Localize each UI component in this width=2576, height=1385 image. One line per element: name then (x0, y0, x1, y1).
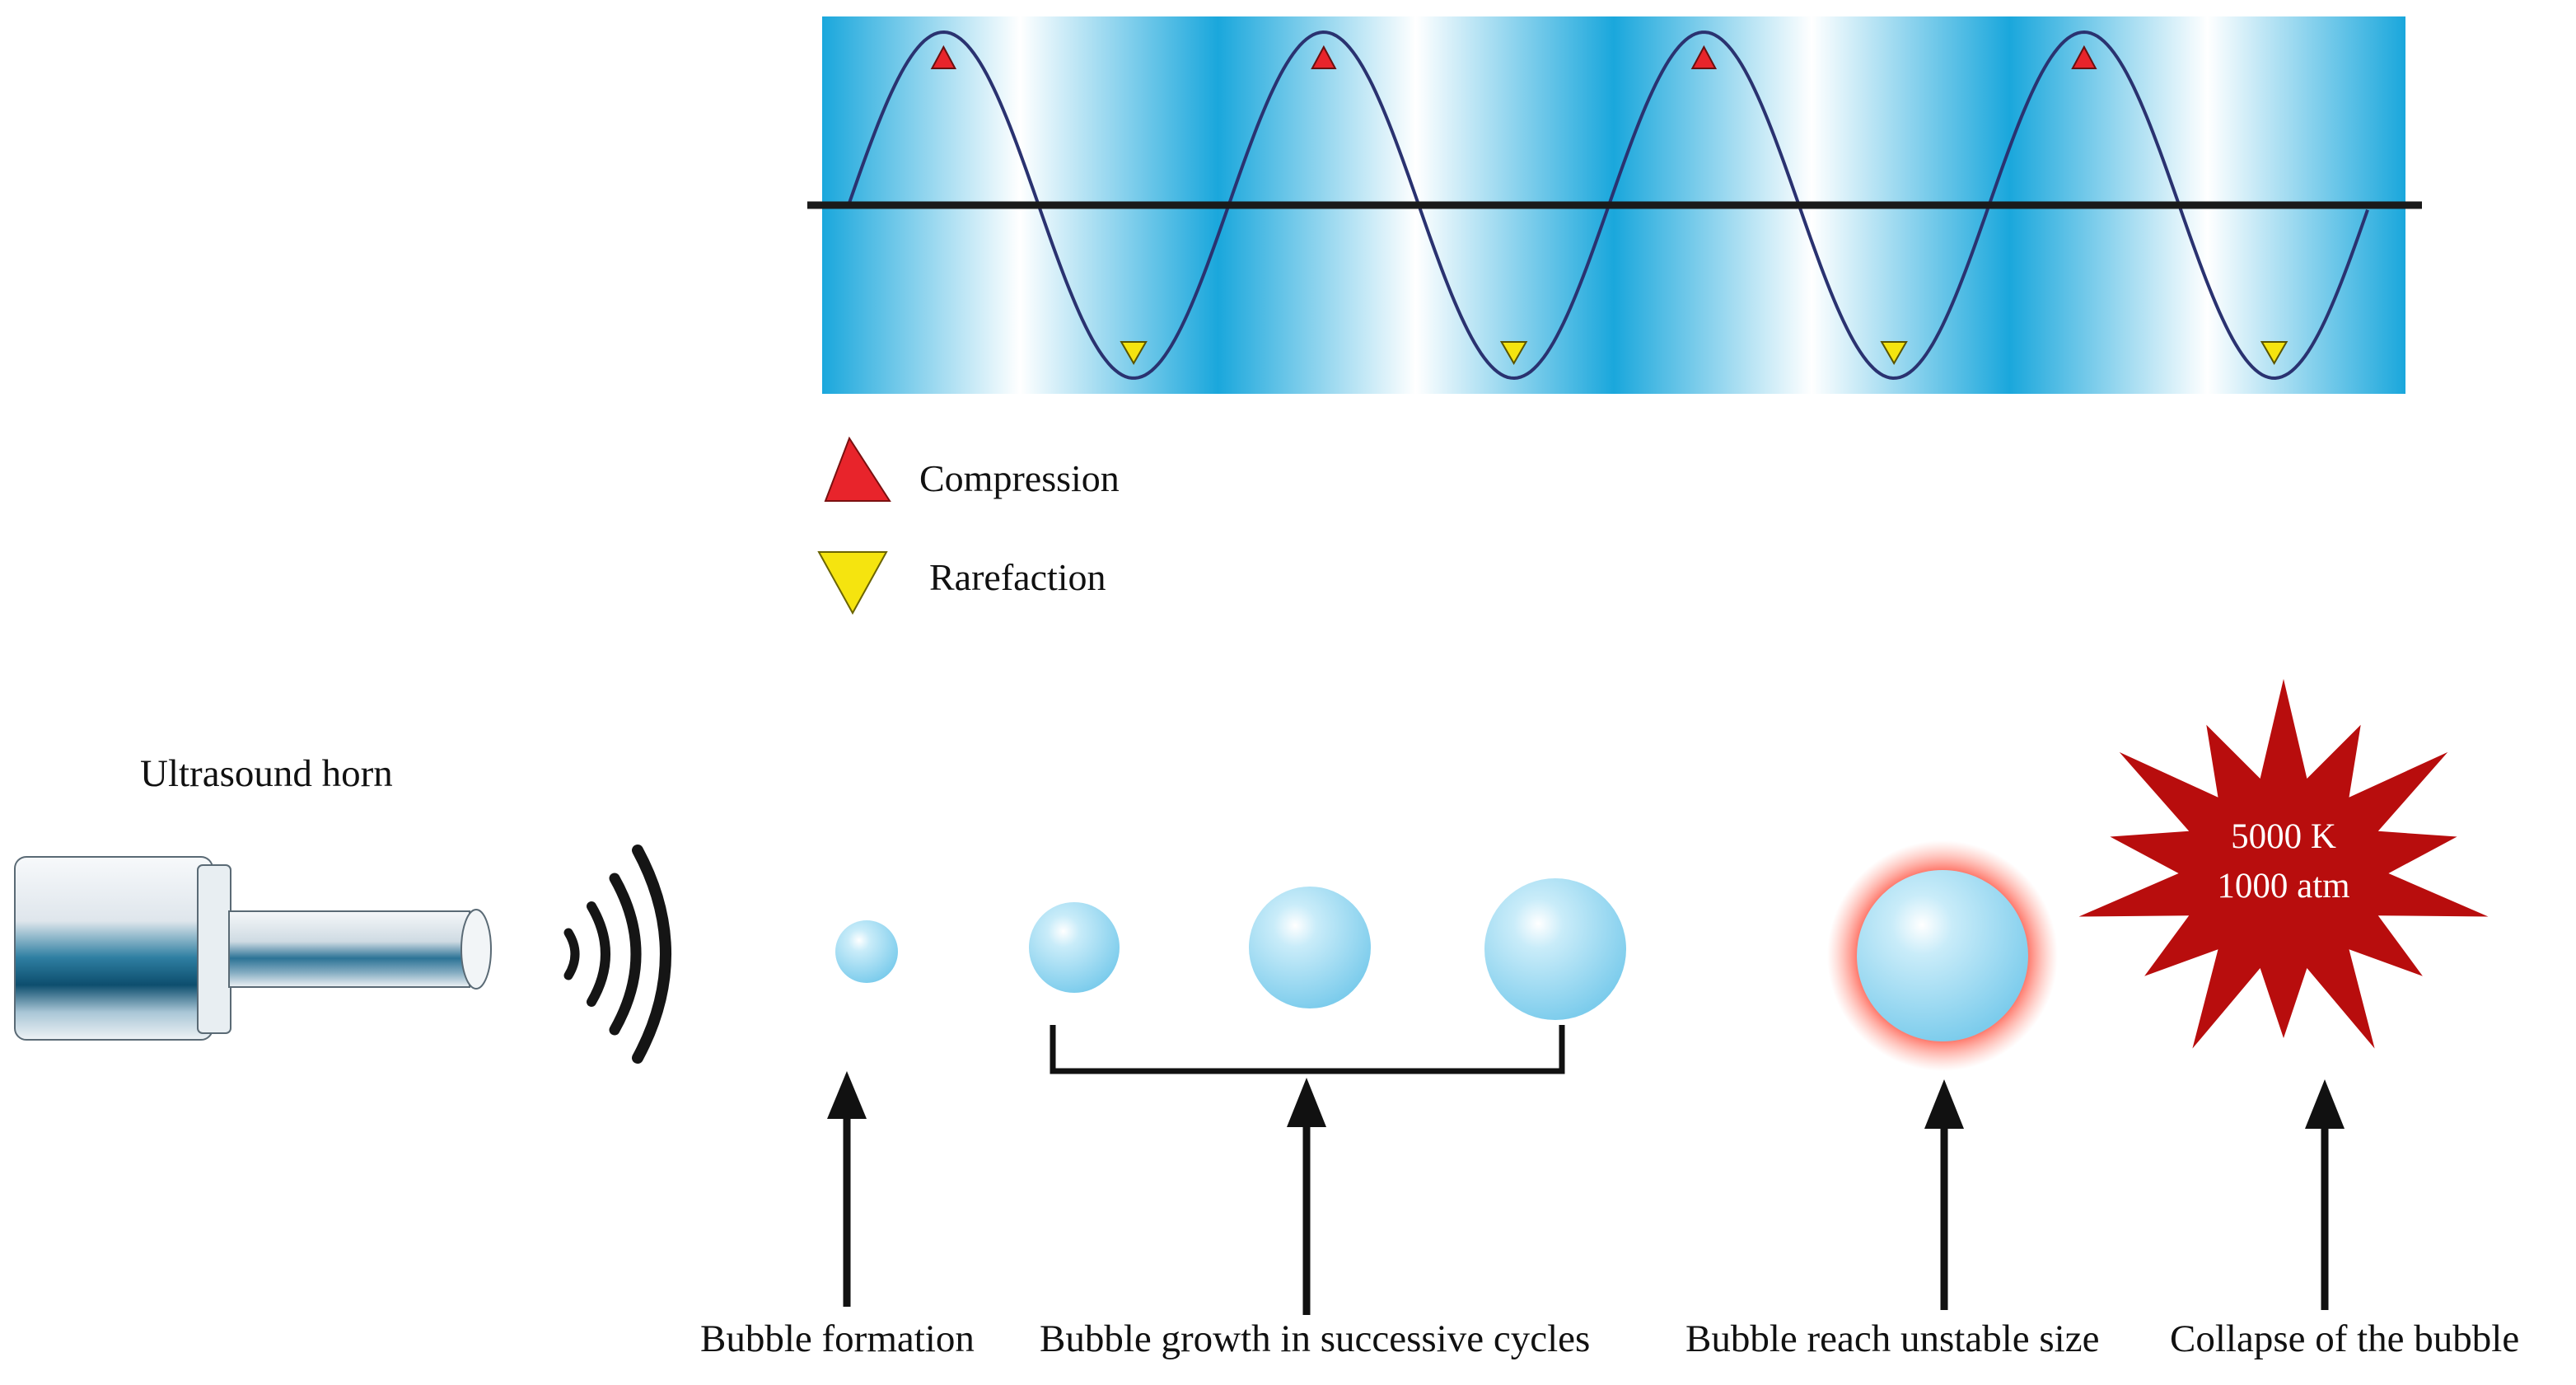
compression-marker (1311, 44, 1337, 69)
horn-body (14, 856, 213, 1041)
arrow-collapse (2305, 1079, 2345, 1310)
bubble-growth-2 (1249, 887, 1371, 1008)
compression-marker (1690, 44, 1718, 69)
collapse-pressure: 1000 atm (2217, 867, 2350, 905)
bubble-formation (835, 920, 898, 983)
legend-rarefaction-label: Rarefaction (929, 556, 1106, 598)
pressure-wave-panel (807, 16, 2422, 394)
growth-bracket (1050, 1025, 1565, 1074)
rarefaction-icon (817, 551, 888, 615)
legend-compression-label: Compression (919, 457, 1120, 499)
compression-marker (2071, 44, 2097, 69)
horn-collar (197, 864, 231, 1034)
sound-waves-icon (563, 845, 671, 1064)
step-label-collapse: Collapse of the bubble (2170, 1317, 2520, 1360)
collapse-burst (2078, 679, 2489, 1049)
compression-marker (930, 44, 957, 69)
step-label-unstable: Bubble reach unstable size (1685, 1317, 2100, 1360)
step-arrows (827, 1071, 2345, 1315)
collapse-temperature: 5000 K (2231, 817, 2336, 856)
horn-tip (461, 909, 492, 990)
compression-icon (824, 436, 891, 502)
arrow-formation (827, 1071, 867, 1307)
arrow-growth (1287, 1078, 1326, 1315)
bubble-growth-3 (1484, 878, 1626, 1020)
rarefaction-marker (1880, 341, 1908, 366)
horn-label: Ultrasound horn (140, 752, 393, 795)
legend (817, 436, 891, 615)
step-label-formation: Bubble formation (700, 1317, 975, 1360)
rarefaction-marker (2260, 341, 2288, 366)
bubble-unstable (1857, 870, 2028, 1041)
rarefaction-marker (1499, 341, 1528, 366)
horn-rod (228, 910, 470, 988)
bubble-growth-1 (1029, 902, 1120, 993)
step-label-growth: Bubble growth in successive cycles (1040, 1317, 1591, 1360)
arrow-unstable (1924, 1079, 1964, 1310)
collapse-conditions: 5000 K 1000 atm (2160, 812, 2407, 911)
wave-markers (930, 44, 2288, 366)
ultrasound-horn (14, 856, 492, 1041)
bubbles (835, 840, 2058, 1071)
rarefaction-marker (1120, 341, 1148, 366)
